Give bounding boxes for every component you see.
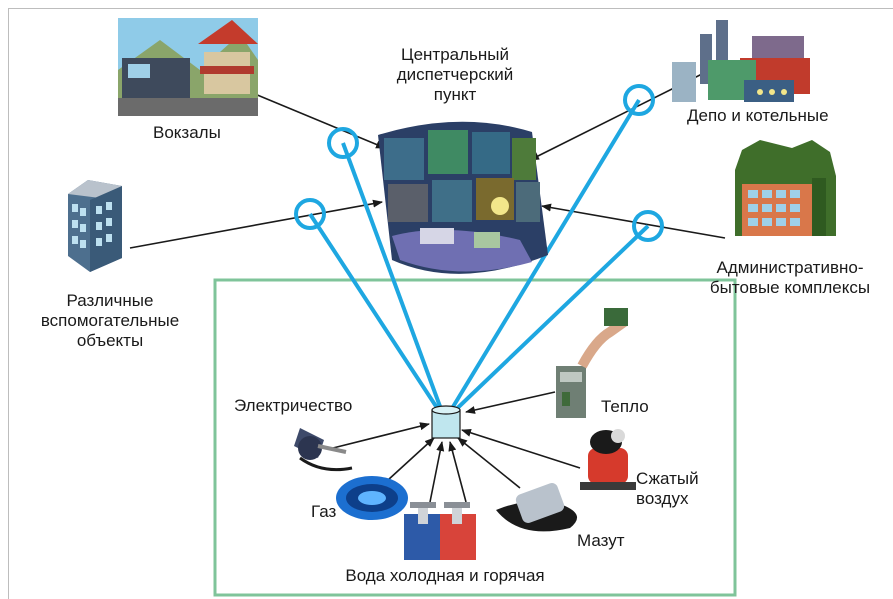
- heat-radiator-icon: [556, 308, 628, 418]
- resources-frame: [213, 278, 737, 597]
- gas-label: Газ: [311, 502, 337, 521]
- gas-burner-icon: [336, 476, 408, 520]
- dispatch-center-label: Центральный диспетчерский пункт: [396, 45, 514, 104]
- water-taps-icon: [404, 502, 476, 560]
- admin-building-icon: [735, 140, 836, 236]
- electricity-label: Электричество: [234, 396, 353, 415]
- frame-left-edge: [8, 8, 9, 599]
- resource-arrows: [332, 391, 581, 503]
- dispatch-console-icon: [378, 121, 548, 274]
- compressed-air-label: Сжатый воздух: [636, 469, 699, 508]
- electric-plug-icon: [294, 428, 353, 472]
- water-label: Вода холодная и горячая: [345, 566, 545, 585]
- railway-station-icon: [118, 18, 258, 116]
- admin-label: Административно- бытовые комплексы: [709, 258, 871, 297]
- frame-top-edge: [8, 8, 893, 9]
- auxiliary-label: Различные вспомогательные объекты: [40, 291, 180, 350]
- fuel-oil-label: Мазут: [577, 531, 625, 550]
- stations-label: Вокзалы: [153, 123, 221, 142]
- meter-links: [294, 84, 664, 422]
- air-compressor-icon: [580, 429, 636, 490]
- fuel-oil-barrel-icon: [496, 483, 578, 532]
- meter-node: [431, 405, 461, 439]
- depot-label: Депо и котельные: [687, 106, 829, 125]
- depot-boiler-icon: [672, 20, 810, 102]
- auxiliary-building-icon: [68, 180, 122, 272]
- heat-label: Тепло: [601, 397, 649, 416]
